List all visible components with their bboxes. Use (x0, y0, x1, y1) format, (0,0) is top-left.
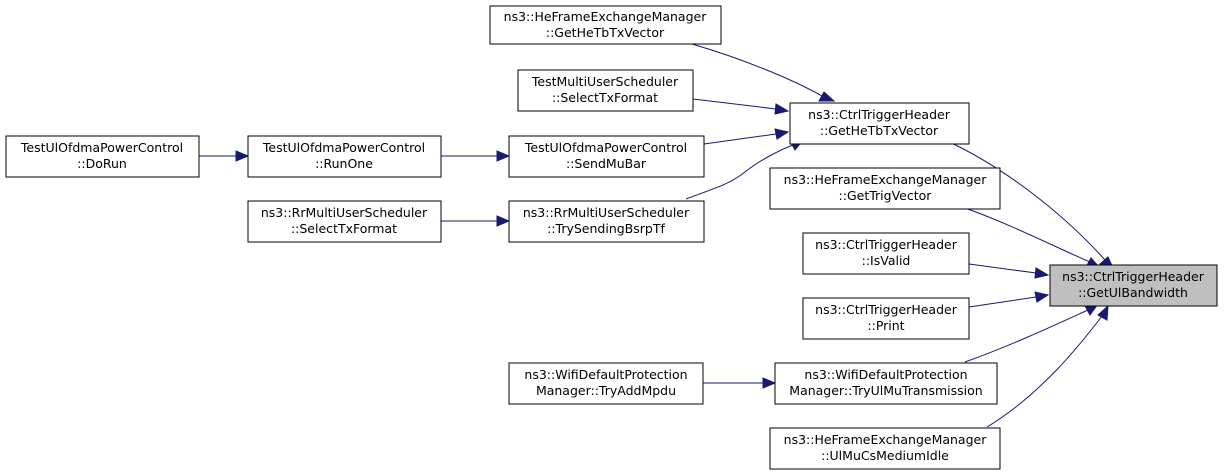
edges (199, 43, 1115, 428)
node-label-line1: TestUlOfdmaPowerControl (262, 140, 425, 155)
node-test-ul-ofdma-send-mu-bar[interactable]: TestUlOfdmaPowerControl ::SendMuBar (508, 135, 705, 178)
node-label-line1: ns3::WifiDefaultProtection (804, 367, 967, 382)
node-label-line2: ::DoRun (77, 156, 127, 171)
edge-test-sendMuBar-to-ctrl-getHeTbTxVector (703, 128, 790, 145)
node-label-line1: TestUlOfdmaPowerControl (524, 140, 687, 155)
node-label-line2: ::GetHeTbTxVector (546, 25, 665, 40)
node-he-get-trig-vector[interactable]: ns3::HeFrameExchangeManager ::GetTrigVec… (769, 167, 1001, 210)
edge-test-selectTxFormat-to-ctrl-getHeTbTxVector (692, 98, 790, 115)
node-label-line1: ns3::CtrlTriggerHeader (1062, 269, 1205, 284)
edge-ctrl-isValid-to-getUlBandwidth (968, 263, 1050, 279)
node-label-line1: ns3::CtrlTriggerHeader (808, 107, 951, 122)
node-label-line2: ::GetUlBandwidth (1078, 285, 1188, 300)
node-rr-try-sending-bsrp-tf[interactable]: ns3::RrMultiUserScheduler ::TrySendingBs… (508, 200, 705, 243)
node-ctrl-print[interactable]: ns3::CtrlTriggerHeader ::Print (802, 297, 970, 340)
edge-ctrl-print-to-getUlBandwidth (968, 291, 1050, 308)
node-test-ul-ofdma-do-run[interactable]: TestUlOfdmaPowerControl ::DoRun (5, 135, 200, 178)
edge-test-runOne-to-sendMuBar (441, 150, 511, 162)
node-label-line2: ::GetHeTbTxVector (820, 123, 939, 138)
node-label-line2: Manager::TryUlMuTransmission (789, 383, 982, 398)
node-test-ul-ofdma-run-one[interactable]: TestUlOfdmaPowerControl ::RunOne (247, 135, 442, 178)
node-label-line2: ::IsValid (862, 253, 911, 268)
node-label-line2: ::SendMuBar (566, 156, 647, 171)
node-label-line1: ns3::RrMultiUserScheduler (261, 205, 428, 220)
node-label-line1: ns3::HeFrameExchangeManager (504, 9, 708, 24)
node-label-line2: ::SelectTxFormat (552, 90, 658, 105)
nodes: ns3::CtrlTriggerHeader ::GetUlBandwidth … (5, 5, 1218, 470)
node-ctrl-get-ul-bandwidth[interactable]: ns3::CtrlTriggerHeader ::GetUlBandwidth (1049, 264, 1218, 307)
node-label-line1: ns3::RrMultiUserScheduler (523, 205, 690, 220)
node-label-line2: ::Print (867, 318, 904, 333)
node-label-line2: Manager::TryAddMpdu (536, 383, 676, 398)
node-label-line2: ::RunOne (315, 156, 373, 171)
node-label-line1: ns3::CtrlTriggerHeader (815, 302, 958, 317)
edge-he-ulMuCsMediumIdle-to-getUlBandwidth (986, 304, 1109, 428)
edge-he-getHeTbTxVector-to-ctrl-getHeTbTxVector (691, 43, 836, 102)
node-wifi-try-add-mpdu[interactable]: ns3::WifiDefaultProtection Manager::TryA… (508, 362, 704, 405)
node-he-ul-mu-cs-medium-idle[interactable]: ns3::HeFrameExchangeManager ::UlMuCsMedi… (769, 427, 1001, 470)
node-label-line1: TestUlOfdmaPowerControl (20, 140, 183, 155)
node-rr-select-tx-format[interactable]: ns3::RrMultiUserScheduler ::SelectTxForm… (247, 200, 442, 243)
node-he-get-he-tb-tx-vector[interactable]: ns3::HeFrameExchangeManager ::GetHeTbTxV… (489, 5, 722, 45)
node-label-line1: ns3::WifiDefaultProtection (524, 367, 687, 382)
node-label-line1: ns3::HeFrameExchangeManager (784, 172, 988, 187)
edge-wifi-tryUlMuTransmission-to-getUlBandwidth (964, 303, 1100, 363)
edge-wifi-tryAddMpdu-to-tryUlMuTransmission (703, 377, 777, 389)
node-label-line2: ::SelectTxFormat (291, 221, 397, 236)
node-ctrl-get-he-tb-tx-vector[interactable]: ns3::CtrlTriggerHeader ::GetHeTbTxVector (789, 102, 970, 145)
node-label-line1: ns3::CtrlTriggerHeader (815, 237, 958, 252)
node-label-line1: TestMultiUserScheduler (531, 74, 679, 89)
node-label-line2: ::TrySendingBsrpTf (547, 221, 665, 236)
edge-he-getTrigVector-to-getUlBandwidth (964, 207, 1102, 269)
edge-rr-selectTxFormat-to-trySendingBsrpTf (441, 215, 511, 227)
node-label-line2: ::GetTrigVector (839, 188, 933, 203)
node-wifi-try-ul-mu-transmission[interactable]: ns3::WifiDefaultProtection Manager::TryU… (774, 362, 998, 405)
edge-test-doRun-to-runOne (199, 150, 250, 162)
node-test-multi-user-scheduler-select-tx-format[interactable]: TestMultiUserScheduler ::SelectTxFormat (517, 69, 694, 112)
node-label-line1: ns3::HeFrameExchangeManager (784, 432, 988, 447)
node-ctrl-is-valid[interactable]: ns3::CtrlTriggerHeader ::IsValid (802, 232, 970, 275)
node-label-line2: ::UlMuCsMediumIdle (821, 448, 949, 463)
